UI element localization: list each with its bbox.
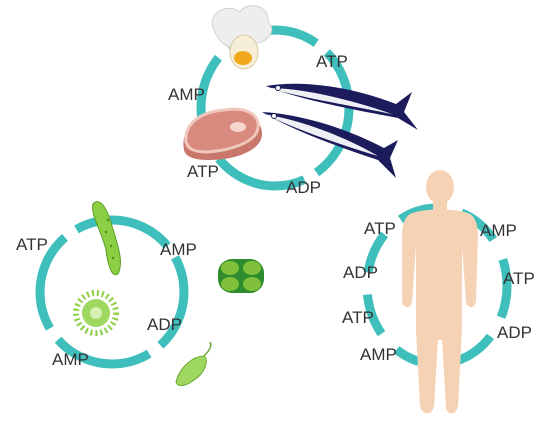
human-cycle-label: AMP <box>360 345 397 364</box>
human-cycle-label: AMP <box>480 221 517 240</box>
fish-icon <box>262 112 398 178</box>
human-cycle-label: ATP <box>342 308 374 327</box>
algae-cell-icon <box>218 259 264 293</box>
fish-icon <box>266 83 418 130</box>
food-cycle: ATP AMP ATP ADP <box>168 5 418 197</box>
microbe-cycle-label: AMP <box>160 240 197 259</box>
human-body-icon <box>402 170 478 414</box>
food-cycle-label: ATP <box>187 162 219 181</box>
human-cycle-label: ATP <box>364 219 396 238</box>
paramecium-icon <box>175 341 212 387</box>
food-cycle-label: ADP <box>286 178 321 197</box>
egg-icon <box>211 5 273 70</box>
microbe-cycle-label: ATP <box>16 235 48 254</box>
microbe-cycle-ring <box>35 215 189 369</box>
human-cycle-label: ADP <box>343 263 378 282</box>
microbe-cycle: ATP AMP ADP AMP <box>16 201 264 387</box>
food-cycle-label: AMP <box>168 85 205 104</box>
pollen-icon <box>73 290 119 336</box>
euglena-icon <box>92 201 121 276</box>
microbe-cycle-label: AMP <box>52 350 89 369</box>
human-cycle: ATP AMP ADP ATP ATP ADP AMP <box>342 170 535 414</box>
meat-icon <box>183 107 262 160</box>
human-cycle-label: ATP <box>503 269 535 288</box>
human-cycle-label: ADP <box>497 323 532 342</box>
microbe-cycle-label: ADP <box>147 315 182 334</box>
food-cycle-label: ATP <box>316 52 348 71</box>
